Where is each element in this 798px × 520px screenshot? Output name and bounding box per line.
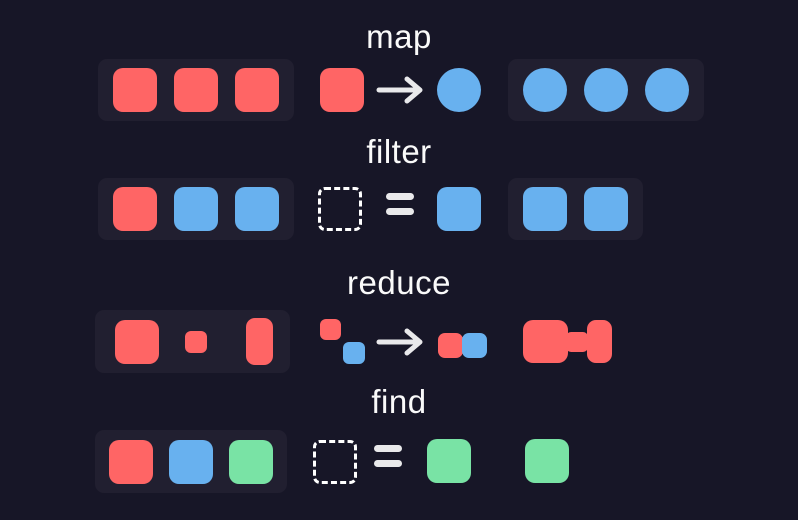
find-title: find: [371, 383, 427, 420]
blue-square: [584, 187, 628, 231]
equals-bar: [386, 208, 414, 215]
equals-icon: [374, 445, 402, 467]
map-title: map: [366, 18, 432, 55]
red-chip-merged: [438, 333, 463, 358]
blue-square: [437, 187, 481, 231]
equals-bar: [374, 445, 402, 452]
filter-output-array-panel: [508, 178, 643, 240]
map-callback-output: [437, 68, 481, 112]
equals-bar: [386, 193, 414, 200]
filter-input-array-panel: [98, 178, 294, 240]
dashed-square: [318, 187, 362, 231]
red-square: [113, 187, 157, 231]
red-square: [113, 68, 157, 112]
reduce-accumulator-pair: [320, 319, 366, 365]
find-match-value: [427, 439, 471, 483]
red-square: [235, 68, 279, 112]
red-rect-tall: [246, 318, 273, 365]
green-square: [427, 439, 471, 483]
reduce-title: reduce: [347, 264, 451, 301]
red-square: [320, 68, 364, 112]
filter-predicate-slot: [318, 187, 362, 231]
blue-chip: [343, 342, 365, 364]
map-output-array-panel: [508, 59, 704, 121]
red-square-large: [115, 320, 159, 364]
red-chip: [320, 319, 341, 340]
find-result-value: [525, 439, 569, 483]
arrow-right-icon: [376, 76, 423, 104]
equals-icon: [386, 193, 414, 215]
red-block-connector: [566, 332, 588, 352]
arrow-right-icon: [376, 328, 423, 356]
red-block-tall: [587, 320, 612, 363]
blue-circle: [437, 68, 481, 112]
red-block-big: [523, 320, 568, 363]
red-square: [174, 68, 218, 112]
filter-title: filter: [366, 133, 432, 170]
find-input-array-panel: [95, 430, 287, 493]
reduce-result-composite: [523, 320, 612, 363]
blue-square: [174, 187, 218, 231]
blue-circle: [584, 68, 628, 112]
reduce-merged-pair: [438, 333, 488, 358]
green-square: [525, 439, 569, 483]
blue-square: [235, 187, 279, 231]
equals-bar: [374, 460, 402, 467]
blue-chip-merged: [462, 333, 487, 358]
blue-square: [169, 439, 213, 484]
map-callback-input: [320, 68, 364, 112]
green-square: [229, 439, 273, 484]
map-input-array-panel: [98, 59, 294, 121]
blue-circle: [523, 68, 567, 112]
find-predicate-slot: [313, 440, 357, 484]
dashed-square: [313, 440, 357, 484]
blue-square: [523, 187, 567, 231]
red-square: [109, 439, 153, 484]
blue-circle: [645, 68, 689, 112]
reduce-input-array-panel: [95, 310, 290, 373]
filter-match-value: [437, 187, 481, 231]
red-square-small: [185, 331, 207, 353]
